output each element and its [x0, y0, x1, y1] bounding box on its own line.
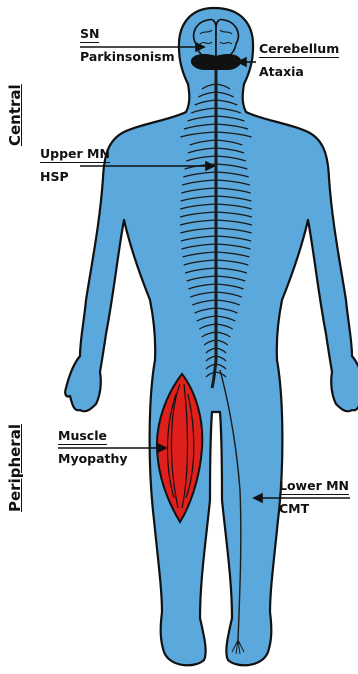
parkinsonism-label: Parkinsonism — [80, 49, 175, 64]
ataxia-label: Ataxia — [259, 64, 304, 79]
body-silhouette — [65, 8, 358, 665]
peripheral-section-label: Peripheral — [6, 424, 24, 512]
lower-mn-label: Lower MN — [279, 478, 349, 495]
central-section-label: Central — [6, 84, 24, 146]
myopathy-label: Myopathy — [58, 451, 128, 466]
hsp-label: HSP — [40, 169, 69, 184]
sn-label: SN — [80, 26, 99, 43]
cmt-label: CMT — [279, 501, 309, 516]
upper-mn-label: Upper MN — [40, 146, 110, 163]
brain — [194, 19, 239, 58]
muscle-label: Muscle — [58, 428, 107, 445]
cerebellum-shape — [191, 54, 241, 70]
cerebellum-label: Cerebellum — [259, 41, 339, 58]
